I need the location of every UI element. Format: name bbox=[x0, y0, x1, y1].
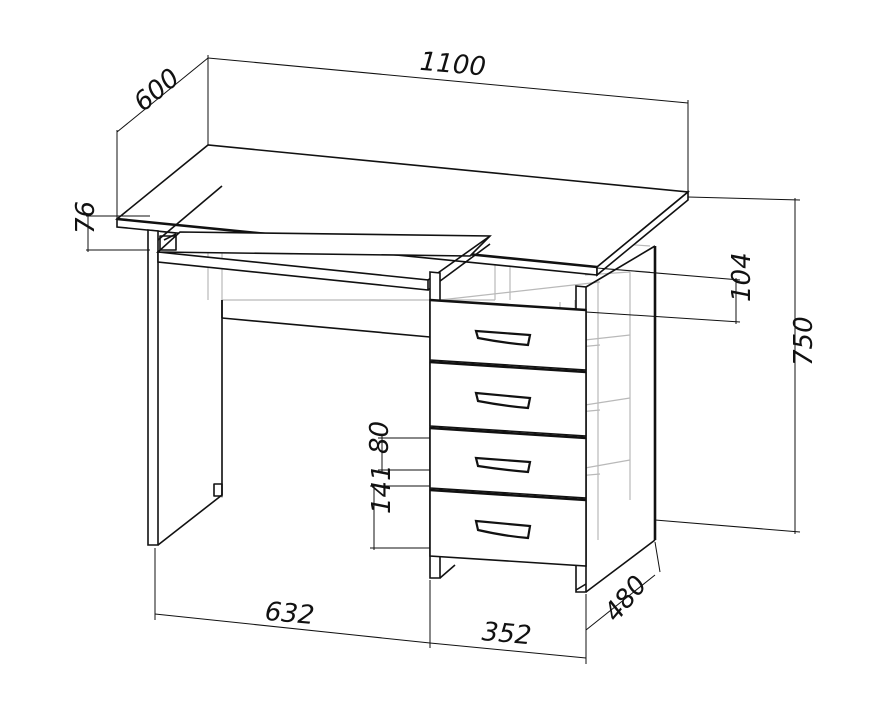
dimension-lines bbox=[86, 55, 801, 664]
drawer-handle-1 bbox=[474, 329, 532, 347]
dim-drawer-large: 141 bbox=[367, 464, 397, 514]
drawer-handle-4 bbox=[474, 519, 532, 540]
dim-top-thickness: 76 bbox=[71, 201, 101, 234]
drawer-handle-3 bbox=[474, 456, 532, 474]
dim-width-knee: 632 bbox=[264, 597, 316, 631]
dim-depth-pedestal: 480 bbox=[598, 570, 653, 627]
left-side-panel bbox=[147, 185, 223, 546]
dim-depth-top: 600 bbox=[128, 63, 185, 118]
dim-keyboard-gap: 104 bbox=[727, 252, 757, 302]
drawer-handle-2 bbox=[474, 391, 532, 410]
dim-height-total: 750 bbox=[789, 316, 819, 366]
dim-width-pedestal: 352 bbox=[481, 617, 533, 651]
drawers bbox=[429, 298, 587, 567]
keyboard-tray bbox=[155, 231, 492, 291]
modesty-panel bbox=[221, 300, 431, 338]
dim-width-total: 1100 bbox=[419, 47, 488, 83]
dim-drawer-small: 80 bbox=[365, 421, 395, 454]
